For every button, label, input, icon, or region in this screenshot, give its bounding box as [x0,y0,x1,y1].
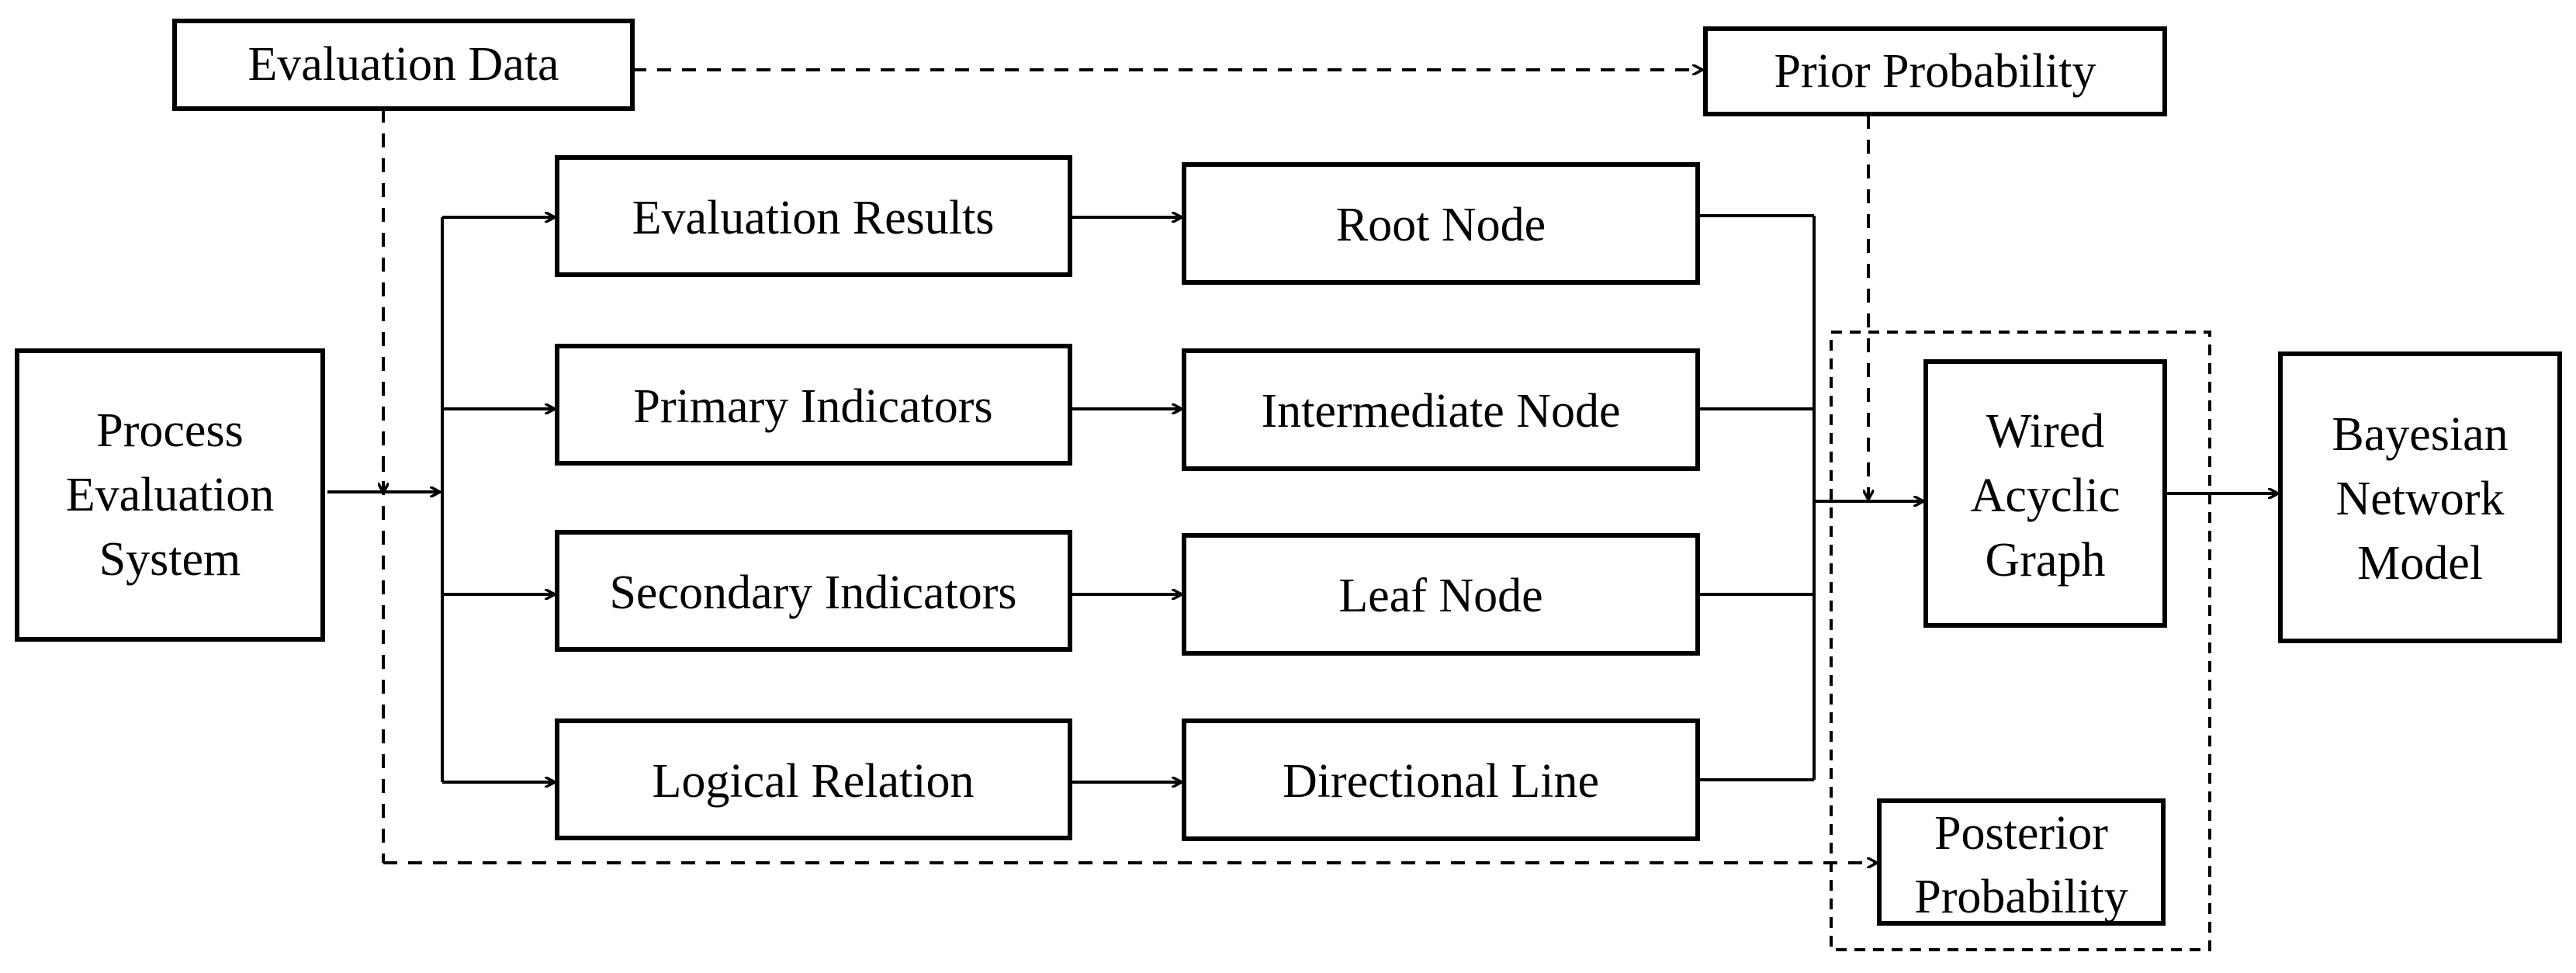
node-process-evaluation-system-line-2: Evaluation [66,469,275,521]
node-prior-probability: Prior Probability [1703,26,2167,116]
node-wired-acyclic-graph: Wired Acyclic Graph [1923,359,2167,628]
node-root-node: Root Node [1182,162,1700,285]
node-process-evaluation-system-line-3: System [99,533,241,586]
node-intermediate-node-label: Intermediate Node [1261,385,1620,438]
node-process-evaluation-system-line-1: Process [96,404,243,457]
bayesian-inference-group [1830,331,2211,951]
node-evaluation-results-label: Evaluation Results [632,192,995,244]
node-secondary-indicators-label: Secondary Indicators [609,566,1016,619]
node-logical-relation: Logical Relation [555,718,1072,840]
node-bayesian-network-model: Bayesian Network Model [2278,351,2562,643]
node-leaf-node: Leaf Node [1182,533,1700,656]
node-evaluation-data-label: Evaluation Data [248,38,559,91]
node-directional-line-label: Directional Line [1283,755,1599,808]
node-root-node-label: Root Node [1336,199,1546,251]
node-posterior-probability: Posterior Probability [1877,798,2166,926]
node-wired-acyclic-graph-line-2: Acyclic [1971,469,2121,522]
node-primary-indicators: Primary Indicators [555,344,1072,466]
node-bayesian-network-model-line-2: Network [2336,473,2505,525]
node-posterior-probability-line-2: Probability [1914,871,2128,923]
node-bayesian-network-model-line-3: Model [2357,537,2483,590]
node-logical-relation-label: Logical Relation [653,755,975,808]
node-process-evaluation-system: Process Evaluation System [15,348,325,642]
node-secondary-indicators: Secondary Indicators [555,530,1072,652]
node-leaf-node-label: Leaf Node [1338,570,1542,622]
node-posterior-probability-line-1: Posterior [1934,807,2108,860]
connectors [327,70,2277,863]
node-intermediate-node: Intermediate Node [1182,348,1700,471]
node-evaluation-results: Evaluation Results [555,155,1072,277]
node-directional-line: Directional Line [1182,718,1700,841]
node-wired-acyclic-graph-line-3: Graph [1986,534,2106,587]
node-primary-indicators-label: Primary Indicators [633,380,992,433]
node-wired-acyclic-graph-line-1: Wired [1986,405,2104,458]
node-prior-probability-label: Prior Probability [1774,45,2096,98]
node-bayesian-network-model-line-1: Bayesian [2332,408,2508,461]
node-evaluation-data: Evaluation Data [172,19,635,111]
